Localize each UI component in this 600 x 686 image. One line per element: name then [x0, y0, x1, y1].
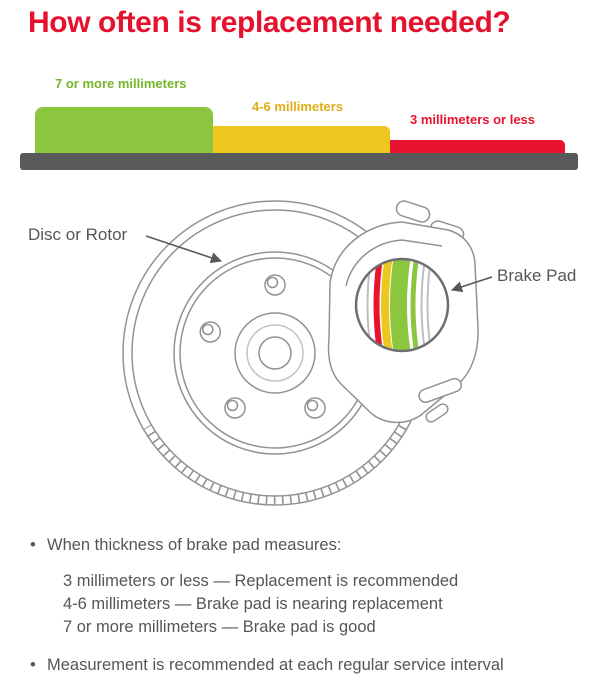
bar-label-7mm: 7 or more millimeters — [55, 76, 187, 91]
rotor-diagram: Disc or Rotor Brake Pad — [28, 200, 576, 506]
disc-rotor — [122, 200, 428, 506]
note-item-7mm: 7 or more millimeters — Brake pad is goo… — [63, 618, 376, 636]
note-intro: When thickness of brake pad measures: — [30, 534, 341, 557]
bar-3mm — [390, 140, 565, 153]
bar-4-6mm — [213, 126, 390, 153]
note-item-46mm: 4-6 millimeters — Brake pad is nearing r… — [63, 595, 443, 613]
lug-studs — [199, 274, 351, 419]
note-footer: Measurement is recommended at each regul… — [30, 654, 504, 677]
caliper-bolt — [395, 200, 431, 223]
chart-base-plate — [20, 153, 578, 170]
brake-pad-arrow — [450, 276, 493, 293]
note-item-3mm: 3 millimeters or less — Replacement is r… — [63, 572, 459, 590]
bleeder-valve — [425, 403, 449, 423]
note-items: 3 millimeters or less — Replacement is r… — [63, 570, 458, 639]
thickness-bar-chart: 7 or more millimeters 4-6 millimeters 3 … — [0, 0, 600, 180]
brake-pad-label: Brake Pad — [497, 266, 576, 285]
page-title: How often is replacement needed? — [28, 6, 511, 39]
disc-rotor-label: Disc or Rotor — [28, 225, 128, 244]
guide-pin — [418, 377, 462, 404]
bar-label-4-6mm: 4-6 millimeters — [252, 99, 344, 114]
bar-7mm — [35, 107, 213, 153]
disc-rotor-arrow — [145, 235, 223, 264]
bar-label-3mm: 3 millimeters or less — [410, 112, 536, 127]
vented-edge-hatching — [143, 424, 407, 505]
hub — [234, 312, 316, 394]
